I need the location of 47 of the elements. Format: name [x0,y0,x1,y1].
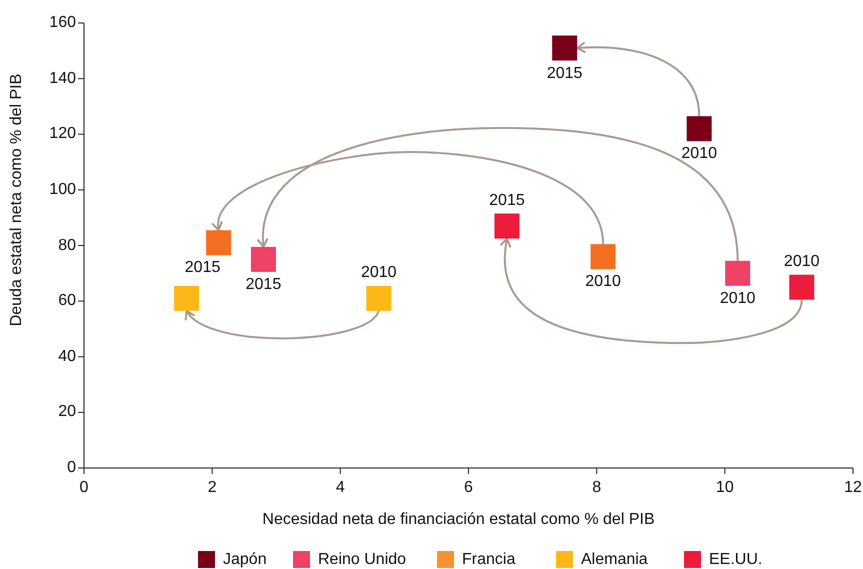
legend-label: Japón [223,551,267,569]
year-label: 2015 [246,276,282,294]
x-tick-label: 12 [844,479,862,497]
x-tick-label: 0 [80,479,88,497]
point-square [590,244,616,270]
arrow [500,238,803,344]
point-square [725,260,750,286]
y-tick-label: 0 [67,459,76,477]
year-label: 2010 [681,145,717,164]
point-square [789,274,814,300]
point-square [494,214,520,239]
x-tick-label: 2 [208,479,217,497]
x-tick-label: 10 [716,479,734,497]
legend-label: Reino Unido [318,551,406,569]
y-axis-title: Deuda estatal neta como % del PIB [8,74,26,326]
y-tick-label: 120 [49,125,76,144]
y-tick-label: 160 [49,14,76,32]
year-label: 2010 [360,264,397,282]
point-square [366,286,392,311]
y-tick-label: 80 [58,236,76,254]
point-square [686,116,712,142]
x-tick-label: 4 [336,479,345,497]
point-square [206,230,232,256]
y-tick-label: 140 [49,70,76,88]
legend-label: Alemania [581,551,648,569]
y-tick-label: 100 [49,180,76,199]
year-label: 2015 [489,192,525,210]
arrow [258,127,739,261]
x-tick-label: 8 [592,479,602,497]
year-label: 2010 [784,252,820,271]
year-label: 2015 [546,64,582,83]
y-tick-label: 40 [58,348,76,366]
x-tick-label: 6 [464,479,473,497]
legend-label: Francia [462,551,516,569]
point-square [250,246,276,272]
year-label: 2015 [184,259,220,278]
arrow [186,310,380,340]
y-tick-label: 60 [58,292,76,310]
year-label: 2010 [720,290,756,308]
y-tick-label: 20 [58,403,76,422]
arrow [212,151,604,244]
point-square [174,286,200,311]
legend-label: EE.UU. [709,551,762,569]
x-axis-title: Necesidad neta de financiación estatal como % del PIB [262,511,655,529]
point-square [552,36,578,61]
arrow [576,42,700,116]
year-label: 2010 [585,273,621,292]
